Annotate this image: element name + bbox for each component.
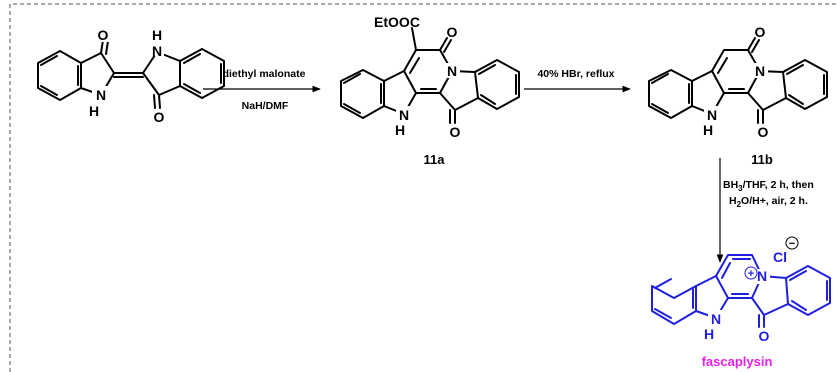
chloride-counter-ion: Cl xyxy=(773,249,787,265)
arrow-3-conditions-line2: H2O/H+, air, 2 h. xyxy=(729,195,808,209)
compound-indigo: O N H H N O xyxy=(37,27,225,125)
reaction-arrow-1: diethyl malonate NaH/DMF xyxy=(203,68,321,112)
indigo-hydrogen-bottom: H xyxy=(89,103,99,119)
positive-charge: + xyxy=(748,268,754,280)
arrow-2-conditions: 40% HBr, reflux xyxy=(537,68,614,80)
negative-charge: − xyxy=(789,238,795,250)
11a-benzene xyxy=(340,69,385,119)
11a-pyridone xyxy=(403,49,453,94)
11b-benzene xyxy=(648,69,693,119)
indigo-hydrogen-top: H xyxy=(152,27,162,43)
fascaplysin-nitrogen-cation: N xyxy=(757,268,767,284)
reaction-arrow-3: BH3/THF, 2 h, then H2O/H+, air, 2 h. xyxy=(716,158,814,263)
indigo-oxygen-bottom: O xyxy=(154,109,165,125)
11a-indole-hydrogen: H xyxy=(395,122,405,138)
fascaplysin-benzene xyxy=(651,285,697,325)
11b-ketone-oxygen: O xyxy=(758,124,769,140)
fascaplysin-pyridinium xyxy=(715,254,763,299)
reaction-arrow-2: 40% HBr, reflux xyxy=(524,68,631,93)
compound-11b: O N N H O 11b xyxy=(648,24,828,167)
fascaplysin-ketone-oxygen: O xyxy=(759,328,770,344)
arrow-1-conditions: NaH/DMF xyxy=(242,100,289,112)
indigo-nitrogen-bottom: N xyxy=(96,87,106,103)
compound-label-11b: 11b xyxy=(751,152,773,167)
11a-ester-group: EtOOC xyxy=(374,14,420,30)
11a-ketone-oxygen: O xyxy=(450,124,461,140)
compound-label-11a: 11a xyxy=(424,152,446,167)
compound-fascaplysin: N + Cl − N H O xyxy=(651,236,831,344)
11a-indole-nitrogen: N xyxy=(399,107,409,123)
11a-right-benzene xyxy=(474,59,520,110)
11b-right-benzene xyxy=(782,59,828,110)
11b-indole-nitrogen: N xyxy=(707,107,717,123)
11b-ring-nitrogen: N xyxy=(755,63,765,79)
11b-lactam-oxygen: O xyxy=(755,24,766,40)
arrow-1-reagent: diethyl malonate xyxy=(223,68,306,80)
indigo-left-benzene xyxy=(37,50,82,101)
fascaplysin-indole-nitrogen: N xyxy=(711,311,721,327)
dashed-border xyxy=(9,3,838,372)
11b-indole-hydrogen: H xyxy=(703,122,713,138)
indigo-nitrogen-top: N xyxy=(152,43,162,59)
indigo-oxygen-top: O xyxy=(98,27,109,43)
11b-pyridone xyxy=(711,49,761,94)
compound-11a: EtOOC O N N H O 11a xyxy=(340,14,520,167)
11a-ring-nitrogen: N xyxy=(447,63,457,79)
indigo-right-benzene xyxy=(179,48,225,99)
compound-label-fascaplysin: fascaplysin xyxy=(702,354,773,369)
fascaplysin-indole-hydrogen: H xyxy=(704,326,714,342)
11a-lactam-oxygen: O xyxy=(447,24,458,40)
fascaplysin-right-benzene xyxy=(785,265,831,316)
arrow-3-conditions-line1: BH3/THF, 2 h, then xyxy=(723,179,814,193)
